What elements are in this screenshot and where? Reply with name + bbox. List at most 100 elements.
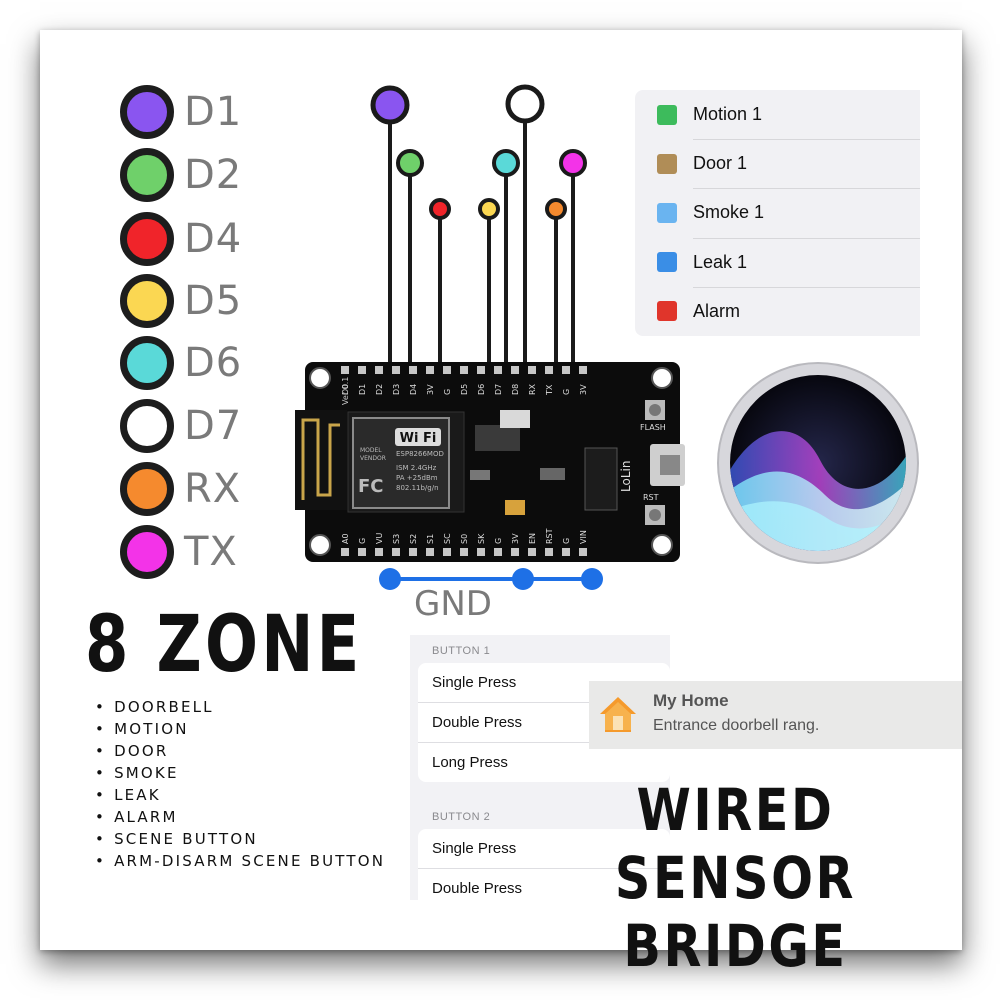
flash-button-cap (649, 404, 661, 416)
wifi-logo: Wi Fi (400, 431, 437, 446)
legend-dot-d1 (120, 85, 174, 139)
top-pin-pad (392, 366, 400, 374)
component-2 (540, 468, 565, 480)
legend-label: D1 (184, 89, 243, 135)
flash-label: FLASH (640, 423, 666, 432)
legend-dot-rx (120, 462, 174, 516)
top-pin-label: D8 (511, 384, 520, 395)
bottom-pin-pad (443, 548, 451, 556)
accessory-name: Motion 1 (693, 104, 763, 124)
top-pin-pad (562, 366, 570, 374)
bottom-pin-pad (511, 548, 519, 556)
top-pin-pad (511, 366, 519, 374)
top-pin-pad (477, 366, 485, 374)
home-app-icon (600, 697, 636, 732)
accessory-name: Door 1 (693, 153, 748, 174)
accessory-divider (693, 286, 920, 288)
accessory-divider (693, 188, 920, 190)
gnd-connector (379, 568, 603, 590)
bottom-pin-label: SC (443, 533, 452, 544)
top-pin-pad (443, 366, 451, 374)
gnd-dot (581, 568, 603, 590)
button-action-row[interactable]: Long Press (432, 754, 508, 771)
button-action-row[interactable]: Single Press (418, 829, 670, 869)
bottom-pin-pad (341, 548, 349, 556)
pin-wires (370, 84, 587, 365)
bottom-pin-label: VU (375, 533, 384, 544)
vendor-line-2: VENDOR (360, 455, 386, 462)
alarm-siren-icon (657, 301, 677, 322)
top-pin-pad (528, 366, 536, 374)
bottom-pin-pad (494, 548, 502, 556)
door-sensor-icon (657, 153, 677, 174)
button-group-header: BUTTON 2 (432, 811, 491, 823)
legend-item-rx: RX (120, 459, 241, 519)
wifi-logo-box (395, 428, 441, 446)
motion-sensor-icon (657, 104, 677, 125)
bottom-pin-pad (358, 548, 366, 556)
top-pin-label: D0 (341, 384, 350, 395)
home-notification[interactable]: My Home Entrance doorbell rang. (589, 681, 962, 749)
button-action-row[interactable]: Single Press (418, 663, 670, 703)
ver-label: Ver 0.1 (341, 377, 350, 405)
top-pin-pad (460, 366, 468, 374)
component-1 (470, 470, 490, 480)
wire-dot-d7 (505, 84, 545, 124)
legend-dot-d5 (120, 274, 174, 328)
antenna-trace (301, 418, 340, 500)
brand-label: LoLin (619, 461, 633, 492)
headline-line-1: WIRED SENSOR (614, 776, 857, 912)
legend-item-d4: D4 (120, 209, 242, 269)
legend-item-d1: D1 (120, 82, 242, 142)
legend-label: D5 (184, 278, 243, 324)
top-pin-label: 3V (426, 384, 435, 395)
bottom-pin-label: S3 (392, 534, 401, 544)
accessory-door-1[interactable]: Door 1 (635, 139, 920, 188)
accessory-motion-1[interactable]: Motion 1 (635, 90, 920, 139)
legend-label: TX (184, 529, 238, 575)
mount-hole-bl (309, 534, 331, 556)
feature-item: ALARM (95, 806, 385, 828)
top-pin-label: TX (545, 384, 554, 396)
bottom-pin-pad (545, 548, 553, 556)
accessory-name: Alarm (693, 300, 741, 321)
feature-item: ARM-DISARM SCENE BUTTON (95, 850, 385, 872)
accessory-smoke-1[interactable]: Smoke 1 (635, 188, 920, 237)
bottom-pin-label: S0 (460, 534, 469, 544)
top-pin-pad (545, 366, 553, 374)
legend-label: D6 (184, 340, 243, 386)
accessory-alarm[interactable]: Alarm (635, 287, 920, 336)
top-pin-label: D7 (494, 384, 503, 395)
button-action-row[interactable]: Double Press (418, 703, 670, 743)
bottom-pin-label: A0 (341, 533, 350, 544)
top-pin-label: 3V (579, 384, 588, 395)
feature-item: DOOR (95, 740, 385, 762)
module-line-4: 802.11b/g/n (396, 484, 439, 492)
top-pin-pad (358, 366, 366, 374)
legend-dot-d6 (120, 336, 174, 390)
regulator-tab (500, 410, 530, 428)
notification-app-name: My Home (653, 691, 729, 710)
top-pin-pad (409, 366, 417, 374)
top-pin-pad (426, 366, 434, 374)
button-action-row[interactable]: Double Press (432, 880, 523, 897)
usb-chip (584, 447, 618, 511)
accessory-leak-1[interactable]: Leak 1 (635, 238, 920, 287)
bottom-pin-label: G (358, 538, 367, 544)
legend-dot-d7 (120, 399, 174, 453)
wire-dot-d2 (396, 149, 424, 177)
legend-item-d6: D6 (120, 333, 242, 393)
top-pin-label: D1 (358, 384, 367, 395)
legend-label: RX (184, 466, 242, 512)
mount-hole-br (651, 534, 673, 556)
legend-dot-tx (120, 525, 174, 579)
feature-item: SCENE BUTTON (95, 828, 385, 850)
bottom-pin-pad (375, 548, 383, 556)
wire-dot-rx (545, 198, 567, 220)
legend-label: D4 (184, 216, 243, 262)
capacitor (505, 500, 525, 515)
wire-dot-tx (559, 149, 587, 177)
bottom-pin-label: RST (545, 528, 554, 544)
